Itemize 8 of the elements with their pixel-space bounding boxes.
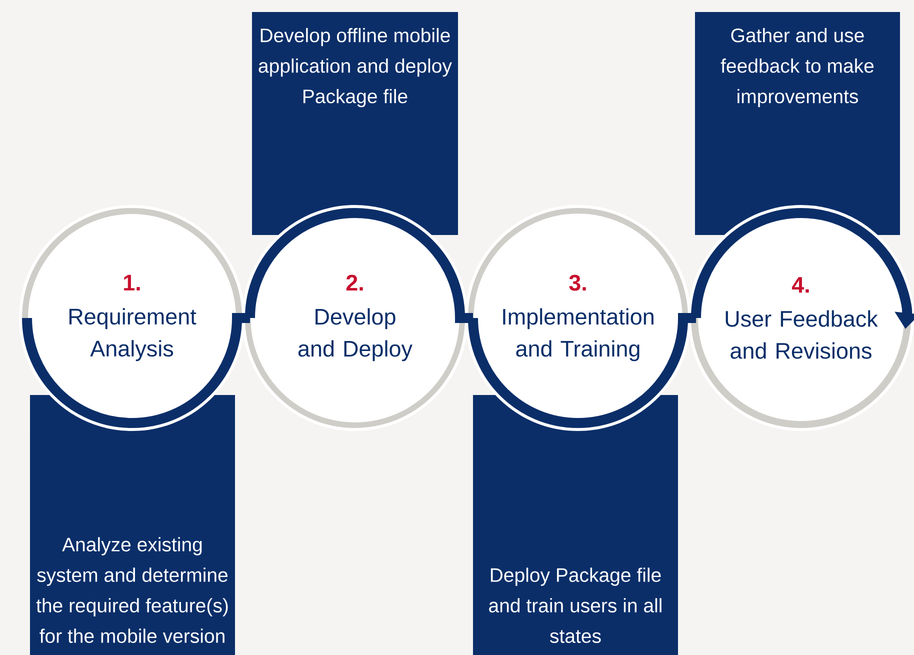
step-description-box: Deploy Package file and train users in all states xyxy=(473,395,678,655)
node-text: Gather and use feedback to make improvements xyxy=(720,28,874,108)
step-description-box: Develop offline mobile application and deploy Package file xyxy=(252,12,458,235)
node-text: Analyze existing system and determine the required feature(s) for the mobile version xyxy=(36,537,228,643)
step-description-box: Analyze existing system and determine the required feature(s) for the mobile version xyxy=(30,395,235,655)
node-text: Develop offline mobile application and deploy Package file xyxy=(258,28,452,108)
node-text: Deploy Package file and train users in all states xyxy=(489,568,662,643)
step-description-box: Gather and use feedback to make improvements xyxy=(695,12,900,235)
